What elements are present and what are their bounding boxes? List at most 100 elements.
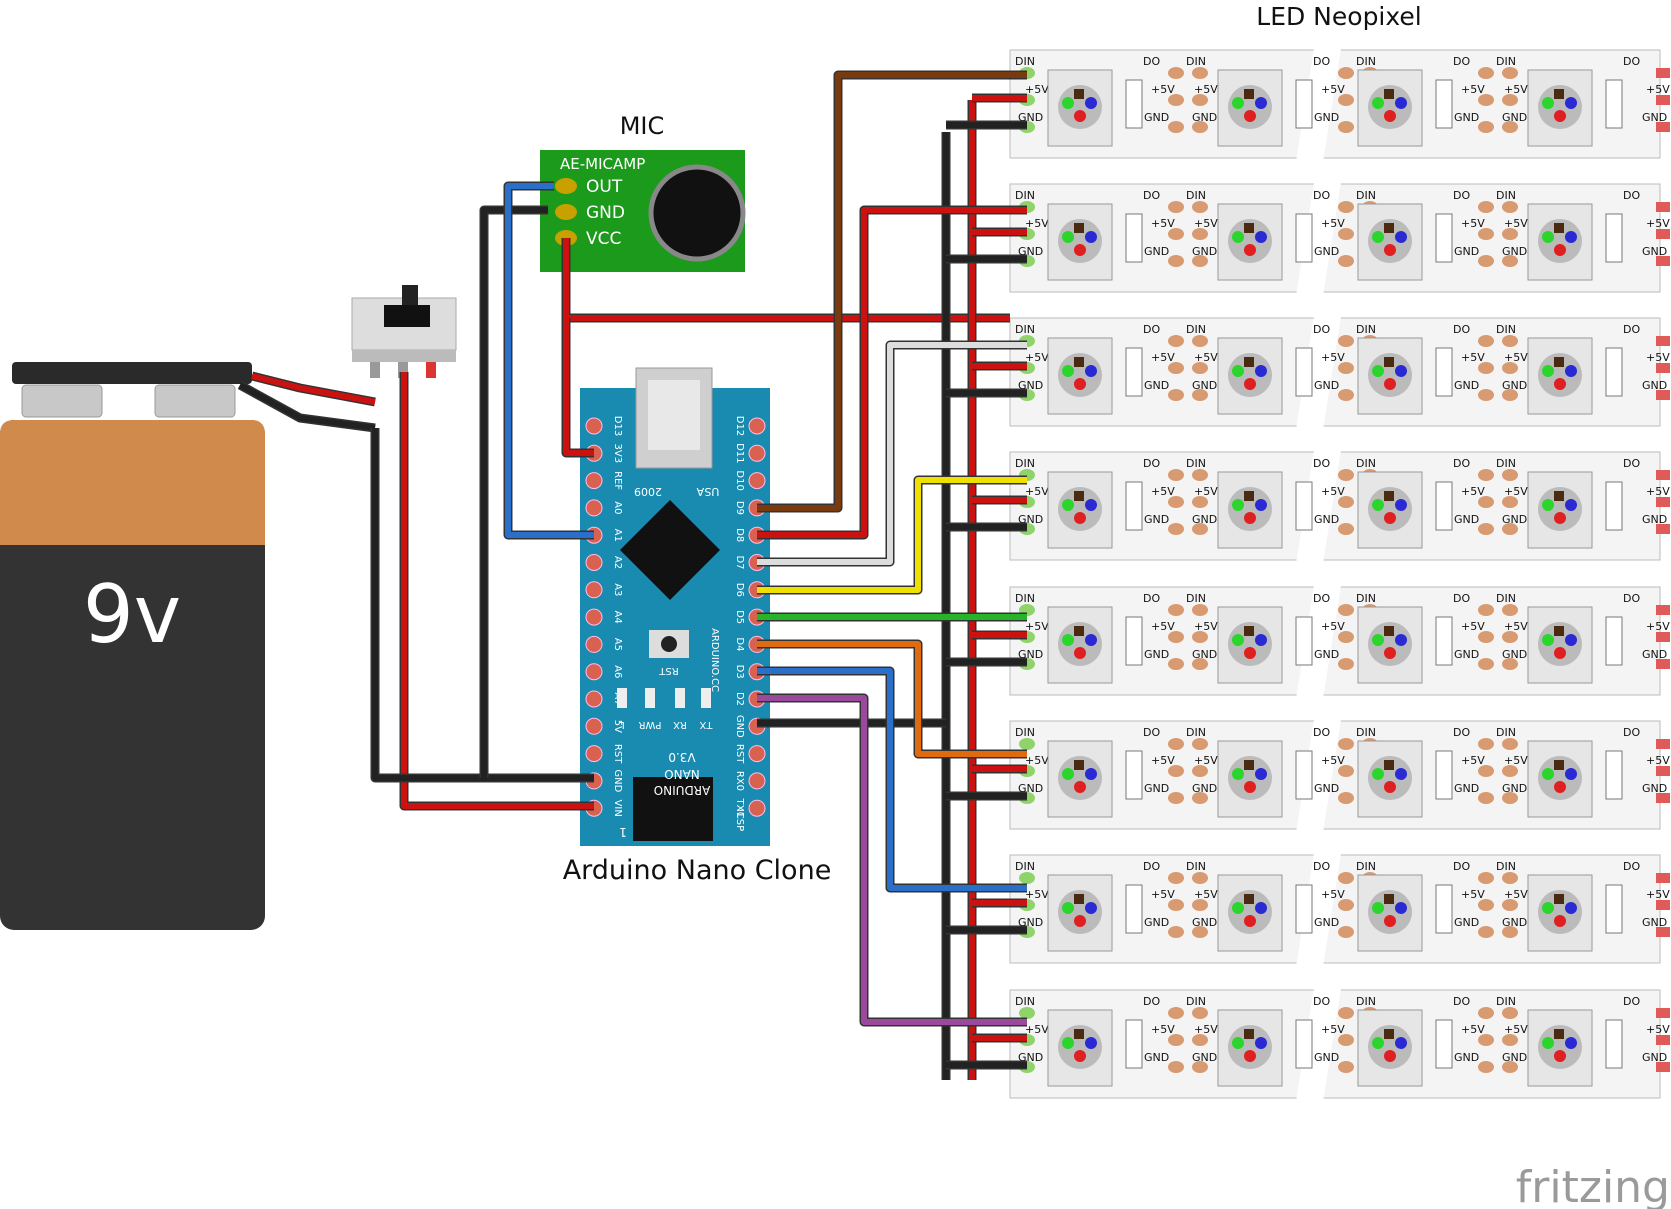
- led-lens: [1058, 219, 1102, 263]
- v5-label: +5V: [1151, 83, 1175, 96]
- led-blue: [1255, 768, 1267, 780]
- solder-pad: [1338, 658, 1354, 670]
- led-red: [1554, 647, 1566, 659]
- led-strip: DIN+5VGNDDODIN+5V+5VGNDGNDDODIN+5V+5VGND…: [1009, 176, 1670, 302]
- solder-pad: [1192, 94, 1208, 106]
- battery-body: [0, 420, 265, 930]
- solder-pad: [1168, 926, 1184, 938]
- gnd-label: GND: [1502, 513, 1527, 526]
- led-green: [1062, 499, 1074, 511]
- do-label: DO: [1453, 860, 1470, 873]
- v5-label: +5V: [1025, 1023, 1049, 1036]
- arduino-right-pin: [748, 444, 766, 462]
- led-lens: [1368, 622, 1412, 666]
- din-label: DIN: [1186, 592, 1206, 605]
- led-core: [1074, 626, 1084, 636]
- v5-label: +5V: [1025, 351, 1049, 364]
- solder-pad: [1192, 1061, 1208, 1073]
- led-blue: [1565, 365, 1577, 377]
- v5-label: +5V: [1321, 351, 1345, 364]
- capacitor: [1605, 213, 1623, 263]
- arduino-right-pin-label: TX1: [734, 798, 745, 818]
- solder-pad: [1502, 228, 1518, 240]
- din-label: DIN: [1015, 189, 1035, 202]
- v5-label: +5V: [1321, 485, 1345, 498]
- status-led: [617, 688, 627, 708]
- solder-pad: [1192, 658, 1208, 670]
- led-lens: [1368, 487, 1412, 531]
- solder-pad: [1338, 67, 1354, 79]
- v5-label: +5V: [1025, 83, 1049, 96]
- switch-slider: [384, 305, 430, 327]
- gnd-label: GND: [1314, 648, 1339, 661]
- arduino-left-pin-label: A1: [612, 529, 623, 542]
- arduino-right-pin: [748, 799, 766, 817]
- do-label: DO: [1313, 457, 1330, 470]
- solder-pad: [1192, 631, 1208, 643]
- strip-cut: [1295, 42, 1342, 168]
- gnd-label: GND: [1502, 782, 1527, 795]
- gnd-label: GND: [1454, 513, 1479, 526]
- gnd-label: GND: [1314, 1051, 1339, 1064]
- solder-pad: [1478, 335, 1494, 347]
- arduino-left-pin-label: A4: [612, 610, 623, 623]
- mic-pin-pad: [555, 178, 577, 194]
- solder-pad: [1192, 67, 1208, 79]
- solder-pad: [1192, 121, 1208, 133]
- strip-end-pad: [1656, 229, 1670, 239]
- arduino-brand: ARDUINO: [654, 783, 711, 797]
- strip-end-pad: [1656, 256, 1670, 266]
- led-core: [1244, 357, 1254, 367]
- solder-pad: [1502, 658, 1518, 670]
- d4-data-wire: [757, 641, 1027, 757]
- arduino-right-pin-label: D12: [734, 416, 745, 436]
- din-label: DIN: [1015, 860, 1035, 873]
- led-red: [1554, 915, 1566, 927]
- v5-label: +5V: [1646, 754, 1670, 767]
- capacitor: [1435, 1019, 1453, 1069]
- arduino-silk-label: 2009: [634, 485, 662, 498]
- strip-cut: [1295, 713, 1342, 839]
- led-lens: [1228, 756, 1272, 800]
- reset-button-cap[interactable]: [661, 636, 677, 652]
- solder-pad: [1192, 792, 1208, 804]
- mic-pin-label: VCC: [586, 229, 621, 249]
- do-label: DO: [1313, 592, 1330, 605]
- strip-input-pad: [1019, 872, 1035, 884]
- v5-label: +5V: [1151, 1023, 1175, 1036]
- led-blue: [1255, 499, 1267, 511]
- solder-pad: [1478, 94, 1494, 106]
- din-label: DIN: [1356, 323, 1376, 336]
- led-green: [1542, 1037, 1554, 1049]
- arduino-left-pin: [585, 499, 603, 517]
- do-label: DO: [1623, 726, 1640, 739]
- v5-label: +5V: [1194, 888, 1218, 901]
- led-core: [1554, 626, 1564, 636]
- gnd-label: GND: [1144, 916, 1169, 929]
- led-green: [1062, 902, 1074, 914]
- led-core: [1384, 223, 1394, 233]
- gnd-label: GND: [1314, 916, 1339, 929]
- solder-pad: [1168, 94, 1184, 106]
- vin-wire: [401, 372, 594, 809]
- din-label: DIN: [1356, 860, 1376, 873]
- solder-pad: [1478, 899, 1494, 911]
- din-label: DIN: [1496, 726, 1516, 739]
- led-lens: [1228, 219, 1272, 263]
- solder-pad: [1502, 631, 1518, 643]
- do-label: DO: [1623, 860, 1640, 873]
- v5-label: +5V: [1321, 217, 1345, 230]
- status-led-label: L: [619, 719, 625, 730]
- capacitor: [1295, 347, 1313, 397]
- capacitor: [1605, 616, 1623, 666]
- usb-port: [648, 380, 700, 450]
- led-red: [1244, 110, 1256, 122]
- din-label: DIN: [1496, 323, 1516, 336]
- led-blue: [1085, 1037, 1097, 1049]
- led-red: [1244, 647, 1256, 659]
- arduino-left-pin: [585, 554, 603, 571]
- strip-cut: [1295, 982, 1342, 1108]
- gnd-label: GND: [1314, 513, 1339, 526]
- strip-end-pad: [1656, 766, 1670, 776]
- solder-pad: [1502, 94, 1518, 106]
